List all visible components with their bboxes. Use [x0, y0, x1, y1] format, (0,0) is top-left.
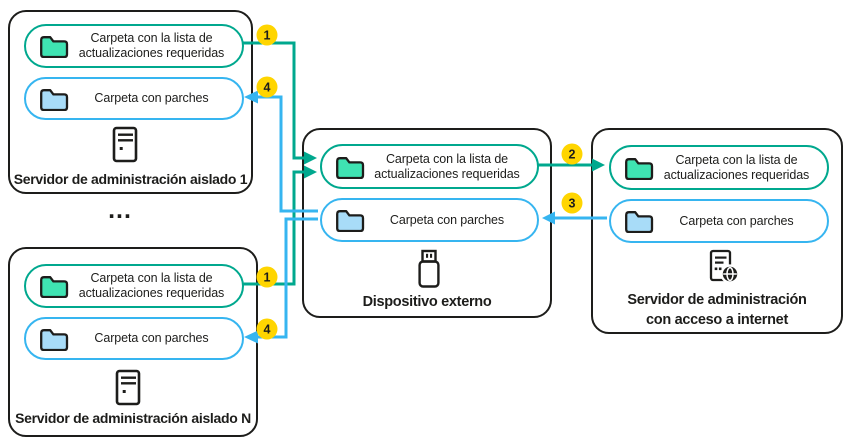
node-internet-server: Carpeta con la lista de actualizaciones …	[591, 128, 843, 334]
patches-folder-pill: Carpeta con parches	[320, 198, 539, 242]
patches-folder-pill: Carpeta con parches	[24, 77, 244, 120]
updates-folder-pill: Carpeta con la lista de actualizaciones …	[24, 24, 244, 68]
node-title-internet-server: Servidor de administración con acceso a …	[627, 292, 807, 328]
folder-updates-label: Carpeta con la lista de actualizaciones …	[78, 271, 225, 300]
folder-patches-icon	[624, 209, 654, 233]
folder-updates-label: Carpeta con la lista de actualizaciones …	[374, 151, 520, 181]
more-servers-ellipsis: ...	[108, 196, 132, 224]
folder-patches-label: Carpeta con parches	[94, 331, 209, 345]
node-external-device: Carpeta con la lista de actualizaciones …	[302, 128, 552, 318]
node-title-isolated-1: Servidor de administración aislado 1	[13, 171, 248, 187]
node-title-isolated-n: Servidor de administración aislado N	[15, 410, 251, 426]
server-internet-icon	[707, 249, 749, 292]
folder-patches-label: Carpeta con parches	[679, 213, 794, 228]
updates-folder-pill: Carpeta con la lista de actualizaciones …	[609, 145, 829, 190]
step-badge-3: 3	[561, 192, 583, 214]
step-badge-number: 2	[569, 147, 576, 161]
patches-folder-pill: Carpeta con parches	[609, 199, 829, 243]
step-badge-number: 4	[264, 322, 271, 336]
folder-updates-icon	[39, 34, 69, 58]
step-badge-1-server1: 1	[256, 24, 278, 46]
step-badge-2: 2	[561, 143, 583, 165]
folder-patches-icon	[39, 87, 69, 111]
folder-updates-icon	[335, 155, 365, 179]
usb-drive-icon	[416, 249, 442, 294]
folder-patches-icon	[335, 208, 365, 232]
folder-patches-label: Carpeta con parches	[389, 212, 505, 227]
patches-folder-pill: Carpeta con parches	[24, 317, 244, 360]
folder-updates-icon	[624, 156, 654, 180]
step-badge-4-server1: 4	[256, 76, 278, 98]
folder-patches-label: Carpeta con parches	[94, 91, 209, 105]
step-badge-number: 4	[264, 80, 271, 94]
folder-updates-icon	[39, 274, 69, 298]
node-title-external-device: Dispositivo externo	[362, 294, 492, 310]
updates-folder-pill: Carpeta con la lista de actualizaciones …	[24, 264, 244, 308]
folder-patches-icon	[39, 327, 69, 351]
step-badge-number: 1	[264, 270, 271, 284]
folder-updates-label: Carpeta con la lista de actualizaciones …	[78, 31, 225, 60]
updates-folder-pill: Carpeta con la lista de actualizaciones …	[320, 144, 539, 189]
server-tower-icon	[114, 369, 142, 412]
node-isolated-server-1: Carpeta con la lista de actualizaciones …	[8, 10, 253, 194]
step-badge-number: 3	[569, 196, 576, 210]
step-badge-number: 1	[264, 28, 271, 42]
step-badge-4-serverN: 4	[256, 318, 278, 340]
node-isolated-server-n: Carpeta con la lista de actualizaciones …	[8, 247, 258, 437]
folder-updates-label: Carpeta con la lista de actualizaciones …	[663, 152, 810, 182]
server-tower-icon	[111, 126, 139, 169]
step-badge-1-serverN: 1	[256, 266, 278, 288]
